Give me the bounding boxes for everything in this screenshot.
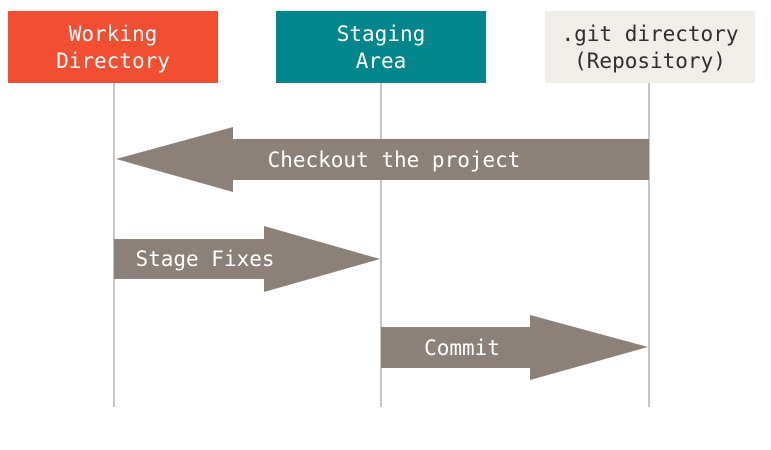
working-directory-label-line1: Working [69,22,158,46]
staging-area-box-bg [276,11,486,83]
stage-fixes-arrow-label: Stage Fixes [135,247,274,271]
staging-area-box: Staging Area [276,11,486,83]
checkout-arrow-shape [116,127,649,192]
checkout-arrow: Checkout the project [116,127,649,192]
commit-arrow-shape [381,315,648,380]
repository-label-line1: .git directory [561,22,738,46]
stage-fixes-arrow: Stage Fixes [114,226,380,292]
commit-arrow: Commit [381,315,648,380]
working-directory-box: Working Directory [8,11,218,83]
checkout-arrow-label: Checkout the project [268,148,521,172]
working-directory-box-bg [8,11,218,83]
working-directory-label-line2: Directory [56,49,170,73]
repository-box: .git directory (Repository) [545,11,755,83]
repository-box-bg [545,11,755,83]
repository-label-line2: (Repository) [574,49,726,73]
stage-fixes-arrow-shape [114,226,380,292]
staging-area-label-line1: Staging [337,22,426,46]
commit-arrow-label: Commit [424,336,500,360]
staging-area-label-line2: Area [356,49,407,73]
